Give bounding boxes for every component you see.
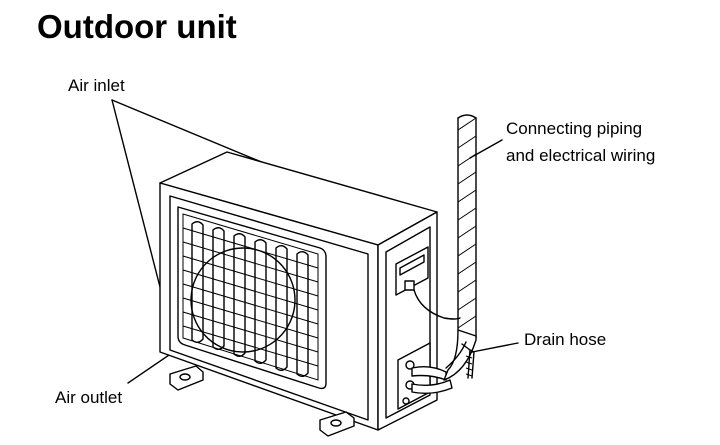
- drain-hose: [461, 343, 475, 379]
- electrical-box-terminal: [404, 280, 415, 291]
- grille-horizontal-bars: [182, 227, 319, 367]
- foot-front-left-hole: [179, 373, 191, 381]
- drain-hose-label: Drain hose: [524, 330, 607, 349]
- foot-front-right: [319, 411, 355, 437]
- duct-bend: [443, 329, 477, 381]
- grille-vertical-bars: [191, 221, 309, 377]
- foot-front-left: [169, 365, 204, 391]
- unit-feet: [169, 365, 355, 437]
- fan-grille: [177, 206, 327, 390]
- valve-pipe-lower: [411, 379, 453, 395]
- drain-hose-ribs: [465, 355, 473, 377]
- air-inlet-leader-side: [111, 99, 161, 288]
- electrical-box-lid: [399, 254, 425, 276]
- electrical-box-cover: [395, 246, 429, 296]
- side-panel-bevel: [385, 226, 431, 419]
- electrical-cable: [413, 289, 461, 320]
- fan-blade-outline: [190, 247, 296, 353]
- piping-duct: [413, 114, 477, 381]
- duct-top-cut: [457, 114, 477, 119]
- drain-hose-tube-edge: [469, 349, 475, 379]
- foot-front-right-hole: [330, 419, 342, 427]
- valve-pipe-upper: [411, 365, 447, 381]
- duct-bend-seam: [445, 341, 467, 369]
- diagram-title: Outdoor unit: [37, 8, 237, 45]
- air-inlet-label: Air inlet: [68, 76, 125, 95]
- duct-wrap-bands: [457, 117, 477, 329]
- electrical-box: [395, 246, 429, 296]
- piping-label-line2: and electrical wiring: [506, 146, 656, 165]
- front-panel-rim: [169, 195, 369, 421]
- air-outlet-label: Air outlet: [55, 388, 123, 407]
- service-valves: [397, 342, 453, 410]
- piping-label-line1: Connecting piping: [506, 119, 643, 138]
- grille-inner-frame: [182, 213, 319, 381]
- grille-frame: [177, 206, 327, 390]
